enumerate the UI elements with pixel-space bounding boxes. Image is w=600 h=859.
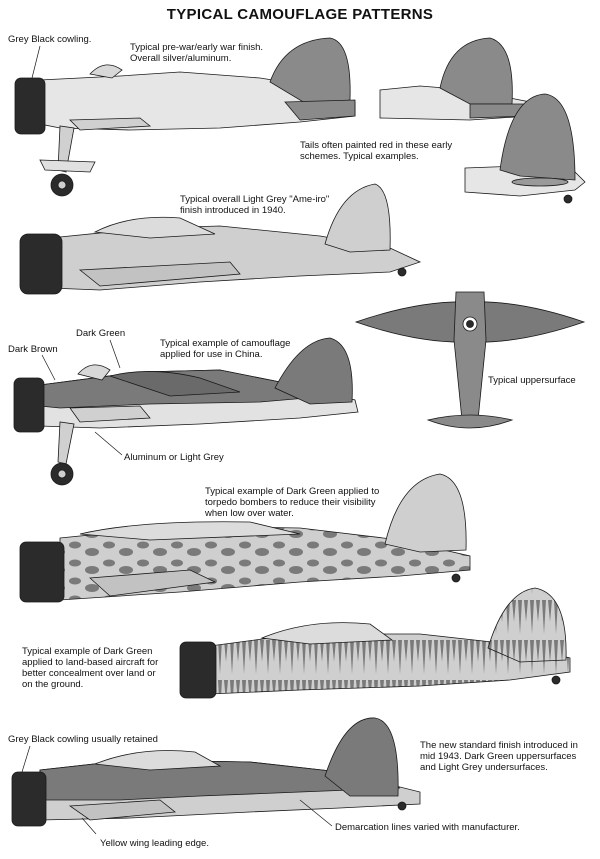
label-tails-2: schemes. Typical examples. [300,151,419,162]
tail-example-1 [379,37,531,121]
label-land-1: Typical example of Dark Green [22,646,153,657]
label-china-1: Typical example of camouflage [160,338,291,349]
label-ameiro-2: finish introduced in 1940. [180,205,286,216]
label-land-3: better concealment over land or [22,668,156,679]
aircraft-prewar-silver [14,37,356,197]
tail-example-2 [464,93,586,204]
label-tails-1: Tails often painted red in these early [300,140,453,151]
aircraft-standard-1943 [11,717,421,827]
label-uppersurface: Typical uppersurface [488,375,576,386]
page-title: TYPICAL CAMOUFLAGE PATTERNS [166,6,434,23]
label-prewar-2: Overall silver/aluminum. [130,53,232,64]
label-ameiro-1: Typical overall Light Grey "Ame-iro" [180,194,330,205]
label-cowling-retained: Grey Black cowling usually retained [8,734,158,745]
label-prewar-1: Typical pre-war/early war finish. [130,42,264,53]
label-torpedo-2: torpedo bombers to reduce their visibili… [205,497,376,508]
label-torpedo-1: Typical example of Dark Green applied to [205,486,380,497]
aircraft-land-streaks [179,587,571,699]
aircraft-torpedo-mottle [19,473,471,603]
label-standard-1: The new standard finish introduced in [420,740,578,751]
leader-lines [21,45,333,835]
label-standard-3: and Light Grey undersurfaces. [420,762,548,773]
label-land-4: on the ground. [22,679,84,690]
label-land-2: applied to land-based aircraft for [22,657,159,668]
label-standard-2: mid 1943. Dark Green uppersurfaces [420,751,577,762]
label-torpedo-3: when low over water. [205,508,294,519]
label-dark-green: Dark Green [76,328,126,339]
aircraft-uppersurface-planform [354,291,586,429]
label-china-2: applied for use in China. [160,349,263,360]
label-yellow-edge: Yellow wing leading edge. [100,838,209,849]
label-grey-black-cowling: Grey Black cowling. [8,34,92,45]
aircraft-ameiro-grey [19,183,422,295]
label-aluminum: Aluminum or Light Grey [124,452,224,463]
label-dark-brown: Dark Brown [8,344,58,355]
aircraft-china-camo [13,337,359,486]
label-demarcation: Demarcation lines varied with manufactur… [335,822,520,833]
